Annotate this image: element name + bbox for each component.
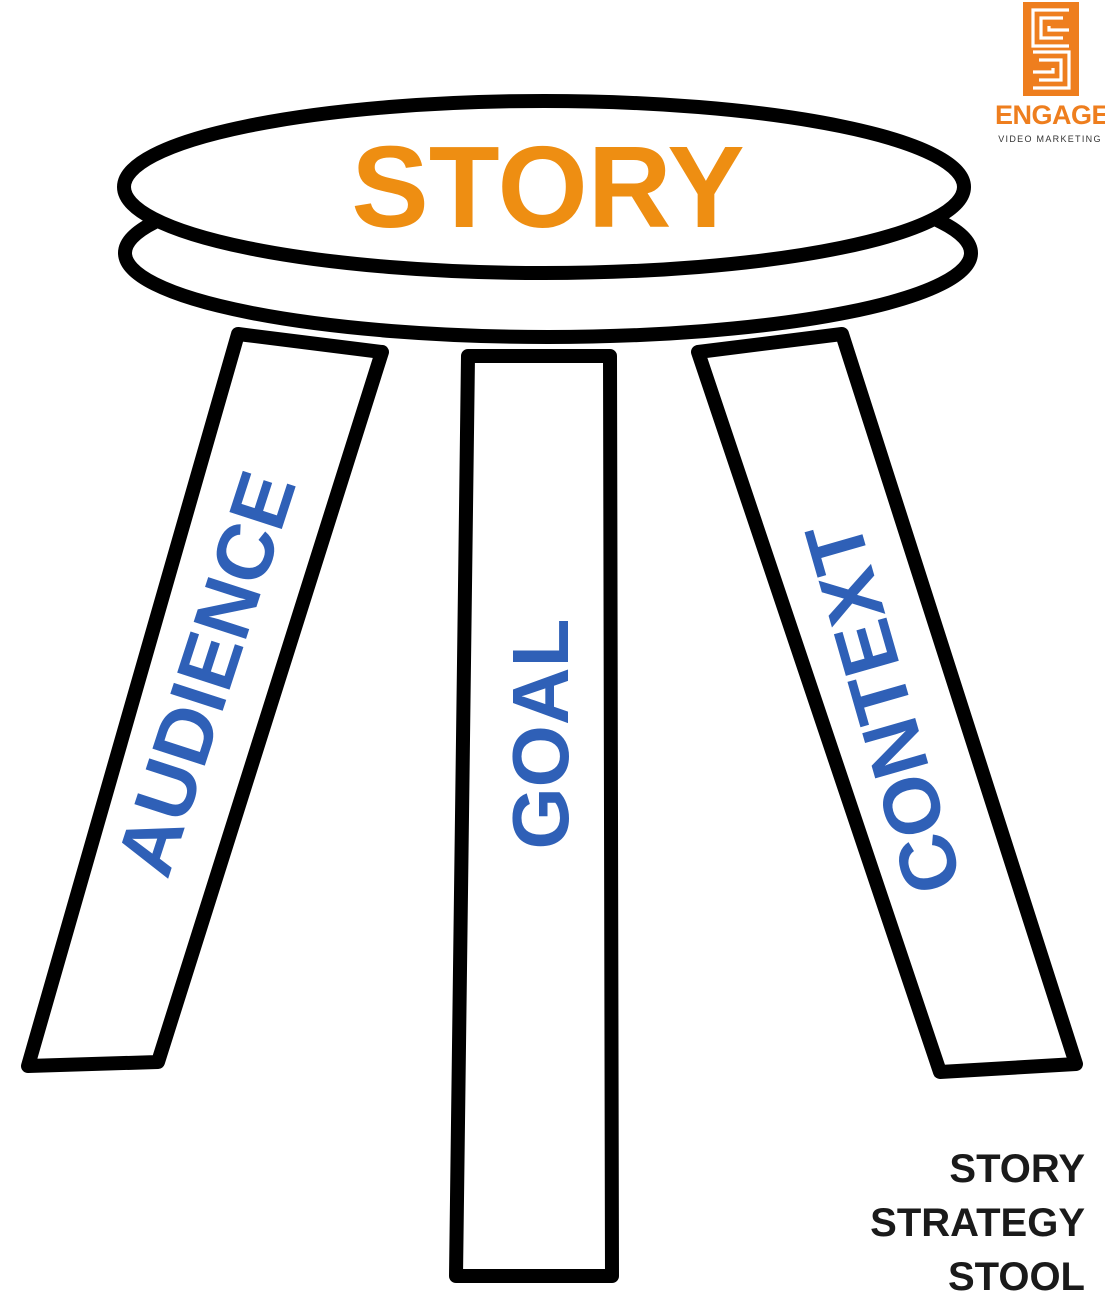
caption-line: STOOL	[947, 1255, 1085, 1299]
diagram-caption: STORY STRATEGY STOOL	[825, 1142, 1085, 1304]
stool-leg-right	[691, 327, 1083, 1079]
stool-seat-top	[117, 94, 971, 280]
caption-line: STRATEGY	[870, 1201, 1085, 1245]
stool-leg-left	[21, 327, 389, 1073]
engage-logo: ENGAGE VIDEO MARKETING	[995, 0, 1105, 150]
stool-leg-middle	[449, 349, 619, 1283]
leg-label-goal: GOAL	[496, 618, 585, 849]
seat-label: STORY	[351, 122, 744, 252]
caption-line: STORY	[949, 1147, 1085, 1191]
logo-brand-name: ENGAGE	[995, 100, 1105, 130]
logo-tagline: VIDEO MARKETING	[998, 134, 1102, 144]
engage-logo-mark-icon	[1023, 2, 1079, 96]
